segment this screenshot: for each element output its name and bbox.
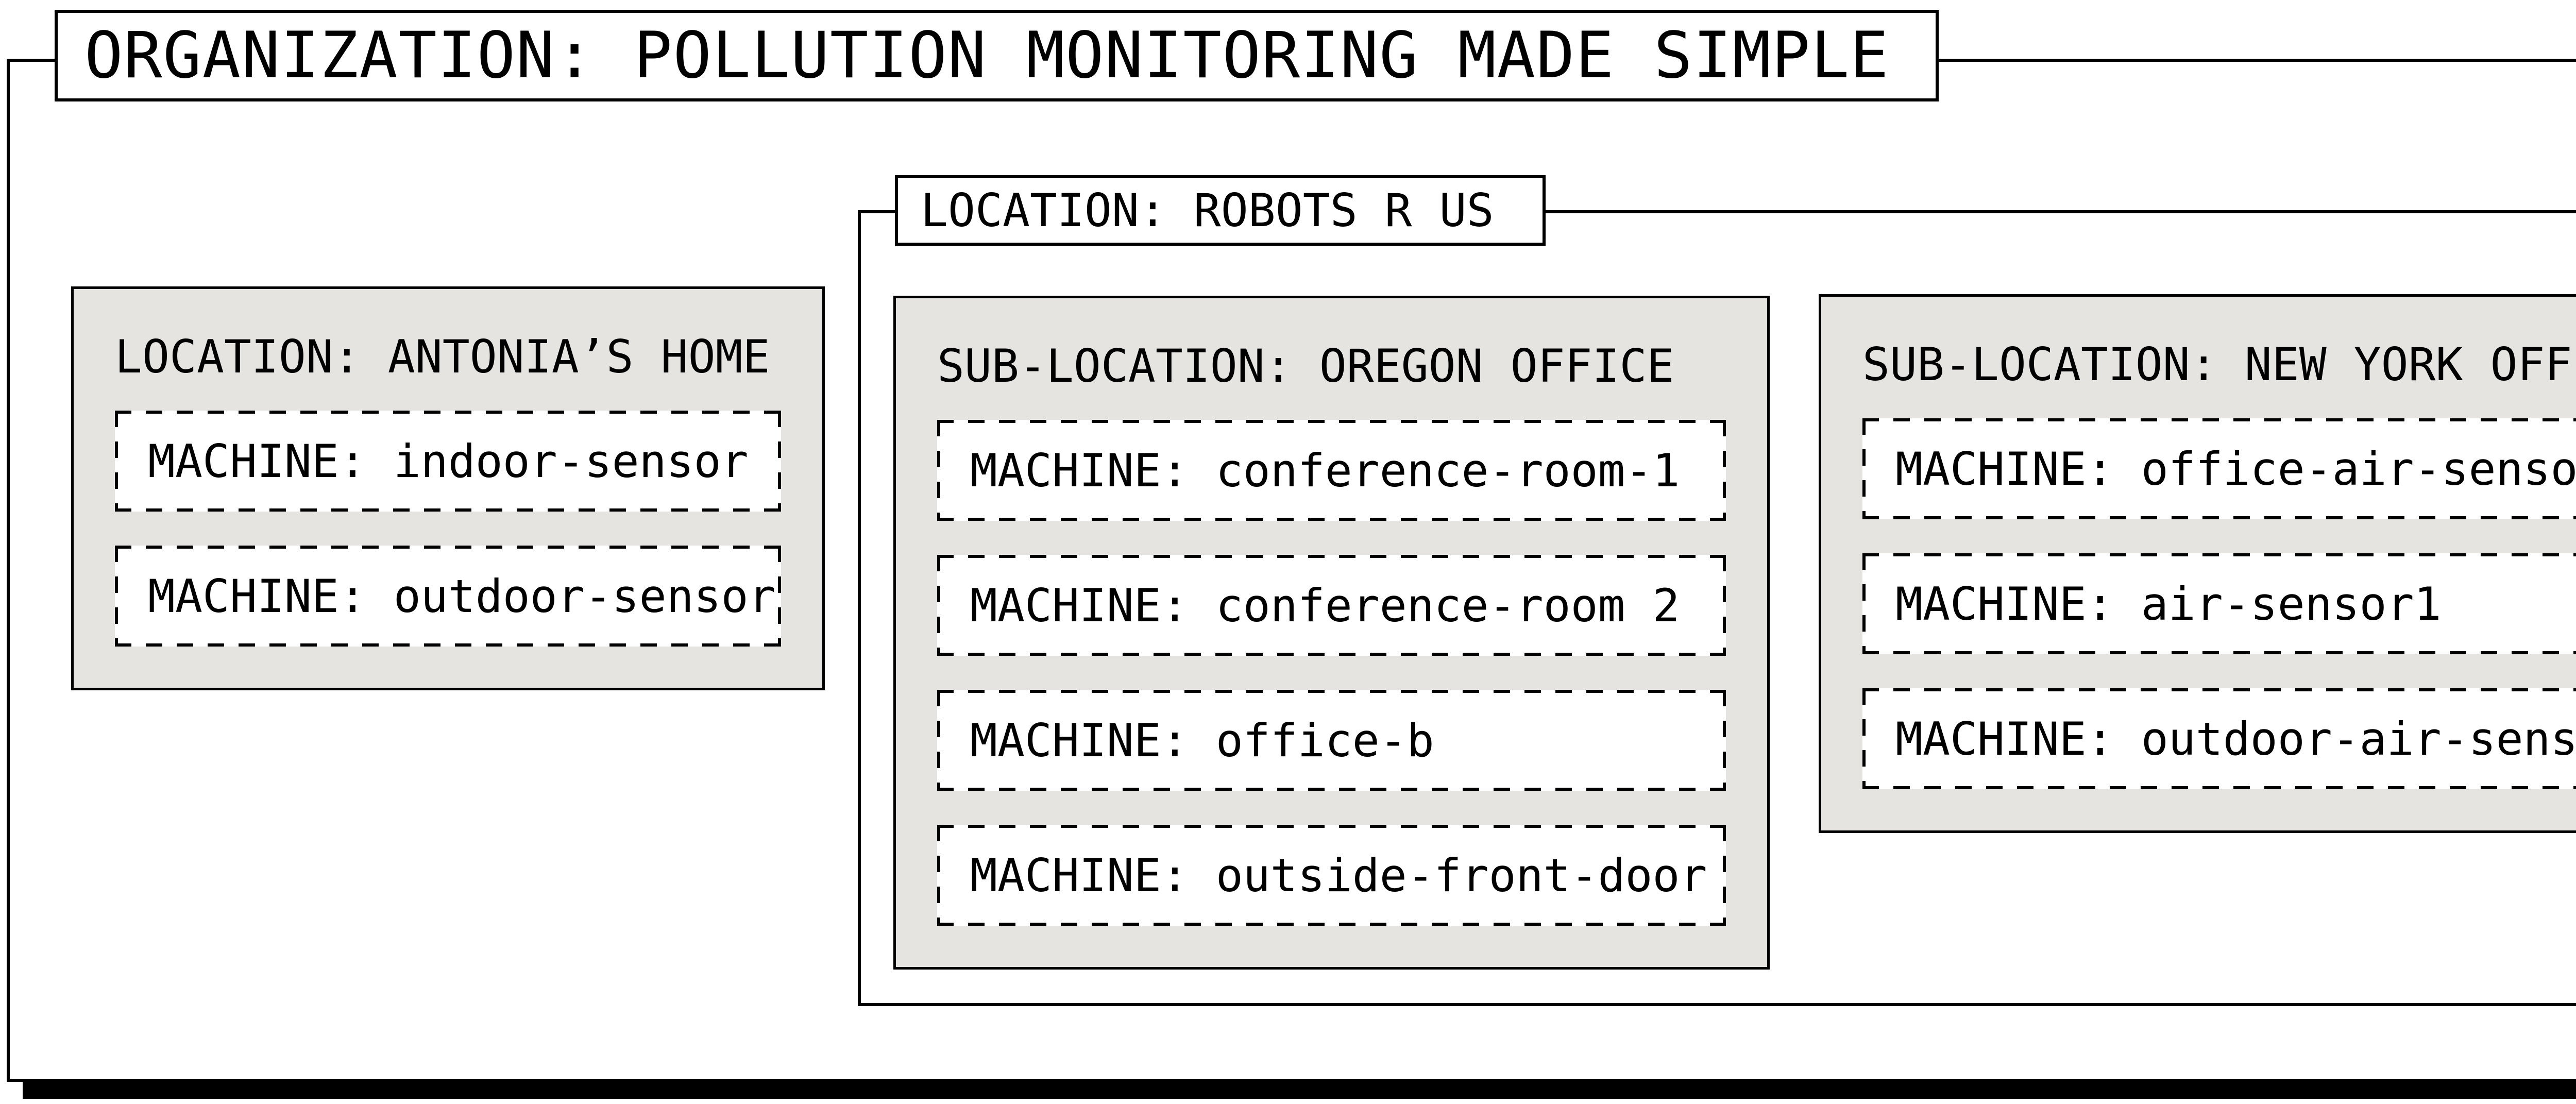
machine-outdoor-sensor-label: MACHINE: outdoor-sensor (148, 569, 776, 623)
machine-air-sensor1: MACHINE: air-sensor1 (1862, 553, 2576, 654)
machine-indoor-sensor: MACHINE: indoor-sensor (115, 411, 781, 512)
machine-outside-front-door-label: MACHINE: outside-front-door (970, 848, 1707, 902)
machine-outdoor-sensor: MACHINE: outdoor-sensor (115, 546, 781, 647)
machine-outdoor-air-sensor-label: MACHINE: outdoor-air-sensor (1895, 712, 2576, 766)
machine-conference-room-2: MACHINE: conference-room 2 (937, 555, 1726, 656)
machine-indoor-sensor-label: MACHINE: indoor-sensor (148, 434, 749, 488)
machine-conference-room-2-label: MACHINE: conference-room 2 (970, 579, 1680, 632)
sublocation-new-york-office-title: SUB-LOCATION: NEW YORK OFFICE (1862, 338, 2576, 391)
machine-list-new-york-office: MACHINE: office-air-sensor MACHINE: air-… (1862, 418, 2576, 789)
machine-office-air-sensor: MACHINE: office-air-sensor (1862, 418, 2576, 519)
machine-office-b: MACHINE: office-b (937, 690, 1726, 791)
machine-office-air-sensor-label: MACHINE: office-air-sensor (1895, 442, 2576, 496)
machine-list-oregon-office: MACHINE: conference-room-1 MACHINE: conf… (937, 420, 1726, 926)
location-robots-r-us-label-box: LOCATION: ROBOTS R US (895, 175, 1546, 246)
sublocation-new-york-office-box: SUB-LOCATION: NEW YORK OFFICE MACHINE: o… (1819, 294, 2576, 833)
machine-outdoor-air-sensor: MACHINE: outdoor-air-sensor (1862, 688, 2576, 789)
machine-outside-front-door: MACHINE: outside-front-door (937, 825, 1726, 926)
organization-title-box: ORGANIZATION: POLLUTION MONITORING MADE … (55, 10, 1939, 101)
machine-conference-room-1-label: MACHINE: conference-room-1 (970, 444, 1680, 497)
machine-list-antonias-home: MACHINE: indoor-sensor MACHINE: outdoor-… (115, 411, 781, 647)
organization-title: ORGANIZATION: POLLUTION MONITORING MADE … (84, 19, 1890, 93)
sublocation-oregon-office-box: SUB-LOCATION: OREGON OFFICE MACHINE: con… (893, 296, 1770, 970)
location-robots-r-us-title: LOCATION: ROBOTS R US (921, 184, 1494, 237)
machine-office-b-label: MACHINE: office-b (970, 714, 1434, 767)
machine-air-sensor1-label: MACHINE: air-sensor1 (1895, 577, 2442, 631)
location-antonias-home-title: LOCATION: ANTONIA’S HOME (115, 330, 770, 383)
sublocation-oregon-office-title: SUB-LOCATION: OREGON OFFICE (937, 339, 1674, 393)
location-antonias-home-box: LOCATION: ANTONIA’S HOME MACHINE: indoor… (71, 286, 825, 690)
machine-conference-room-1: MACHINE: conference-room-1 (937, 420, 1726, 521)
